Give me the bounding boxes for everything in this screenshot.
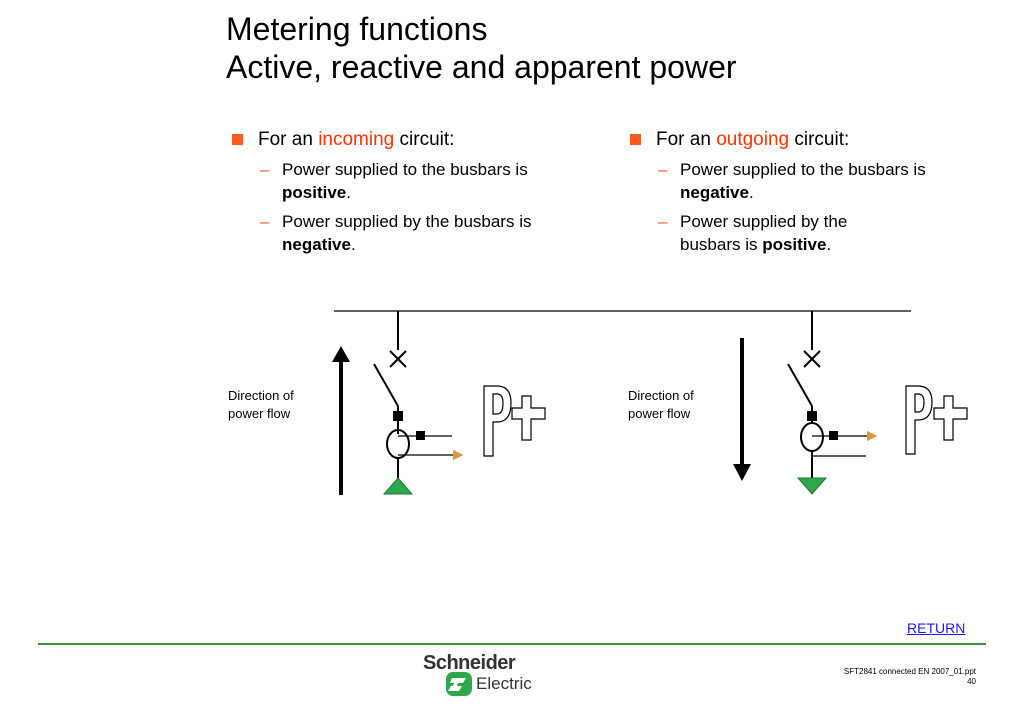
earth-triangle-icon <box>796 477 828 495</box>
item-end: . <box>748 183 754 202</box>
item-bold: negative <box>282 235 351 254</box>
item-end: . <box>826 235 832 254</box>
contact-square-icon <box>393 411 403 421</box>
item-bold: positive <box>762 235 827 254</box>
outgoing-item-2: – Power supplied by the busbars is posit… <box>628 210 910 256</box>
item-end: . <box>346 183 351 202</box>
outgoing-item-1: – Power supplied to the busbars is negat… <box>628 158 970 204</box>
heading-suffix: circuit: <box>789 129 850 150</box>
switch-blade <box>787 363 813 407</box>
circuit-breaker-cross-icon <box>803 350 821 368</box>
contact-square-icon <box>807 411 817 421</box>
page-title: Metering functions Active, reactive and … <box>226 10 737 86</box>
p-plus-symbol-icon <box>483 385 546 457</box>
earth-triangle-icon <box>382 477 414 495</box>
item-text: Power supplied by the busbars is <box>282 212 532 231</box>
outgoing-heading: For an outgoing circuit: <box>628 128 988 152</box>
outgoing-column: For an outgoing circuit: – Power supplie… <box>628 128 988 256</box>
heading-prefix: For an <box>258 129 319 150</box>
power-flow-up-arrow-icon <box>332 346 350 495</box>
current-transformer-icon <box>800 422 824 452</box>
measurement-square-icon <box>416 431 425 440</box>
incoming-column: For an incoming circuit: – Power supplie… <box>230 128 590 256</box>
heading-highlight-outgoing: outgoing <box>716 129 790 150</box>
measurement-square-icon <box>829 431 838 440</box>
p-plus-symbol-icon <box>905 385 968 455</box>
logo-electric: Electric <box>476 674 532 693</box>
item-bold: positive <box>282 183 347 202</box>
incoming-item-2: – Power supplied by the busbars is negat… <box>230 210 552 256</box>
item-end: . <box>350 235 356 254</box>
bullet-square-icon <box>630 134 641 145</box>
item-bold: negative <box>680 183 749 202</box>
title-line-1: Metering functions <box>226 11 488 47</box>
slide-number: 40 <box>967 677 976 686</box>
outgoing-direction-label: Direction of power flow <box>628 388 694 421</box>
file-reference: SFT2841 connected EN 2007_01.ppt 40 <box>844 667 976 687</box>
heading-highlight-incoming: incoming <box>318 129 395 150</box>
current-transformer-icon <box>386 429 410 459</box>
switch-blade <box>373 363 399 407</box>
outgoing-circuit <box>733 311 968 495</box>
incoming-circuit <box>332 311 546 495</box>
logo-name: Schneider <box>423 652 516 674</box>
power-flow-down-arrow-icon <box>733 338 751 481</box>
footer-divider <box>38 643 986 645</box>
heading-prefix: For an <box>656 129 717 150</box>
bullet-square-icon <box>232 134 243 145</box>
circuit-breaker-cross-icon <box>389 350 407 368</box>
return-link[interactable]: RETURN <box>907 620 966 636</box>
item-text: Power supplied to the busbars is <box>282 160 528 179</box>
title-line-2: Active, reactive and apparent power <box>226 49 737 85</box>
file-name: SFT2841 connected EN 2007_01.ppt <box>843 667 976 676</box>
incoming-direction-label: Direction of power flow <box>228 388 294 421</box>
dash-icon: – <box>260 160 270 179</box>
incoming-heading: For an incoming circuit: <box>230 128 590 152</box>
schneider-logo-icon <box>446 672 472 696</box>
dash-icon: – <box>658 160 668 179</box>
dash-icon: – <box>260 212 270 231</box>
item-text: Power supplied by the busbars is <box>680 212 848 254</box>
incoming-item-1: – Power supplied to the busbars is posit… <box>230 158 552 204</box>
item-text: Power supplied to the busbars is <box>680 160 926 179</box>
heading-suffix: circuit: <box>394 129 455 150</box>
dash-icon: – <box>658 212 668 231</box>
